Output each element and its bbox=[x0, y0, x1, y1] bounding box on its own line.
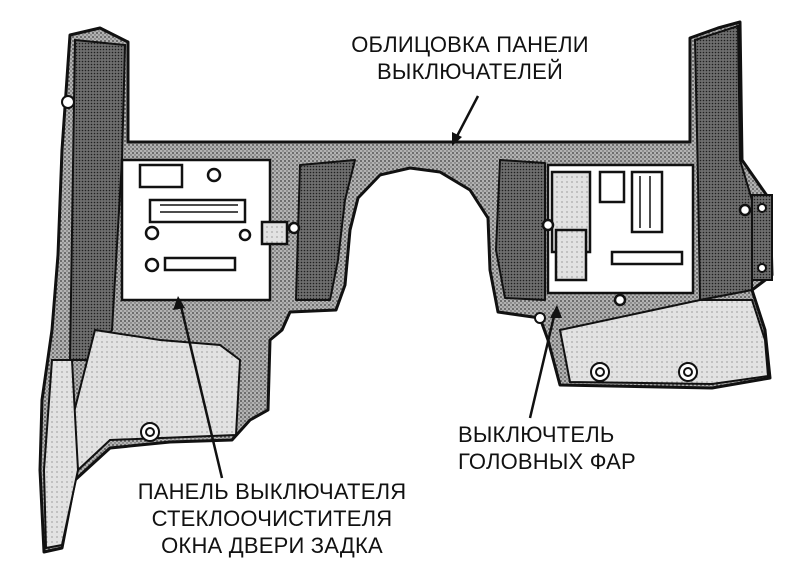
headlamp-callout-line1: ВЫКЛЮЧТЕЛЬ bbox=[458, 422, 615, 447]
wiper-panel-callout: ПАНЕЛЬ ВЫКЛЮЧАТЕЛЯ СТЕКЛООЧИСТИТЕЛЯ ОКНА… bbox=[92, 478, 452, 559]
wiper-switch-panel bbox=[120, 158, 301, 302]
leader-arrowheads bbox=[173, 132, 562, 318]
headlamp-switch-panel bbox=[541, 163, 752, 307]
headlamp-switch-callout: ВЫКЛЮЧТЕЛЬ ГОЛОВНЫХ ФАР bbox=[458, 421, 668, 475]
bezel-callout-line2: ВЫКЛЮЧАТЕЛЕЙ bbox=[377, 59, 563, 84]
headlamp-callout-line2: ГОЛОВНЫХ ФАР bbox=[458, 449, 636, 474]
wiper-callout-line3: ОКНА ДВЕРИ ЗАДКА bbox=[161, 533, 383, 558]
right-pillar bbox=[558, 24, 773, 386]
bezel-callout-line1: ОБЛИЦОВКА ПАНЕЛИ bbox=[351, 32, 589, 57]
leader-lines bbox=[178, 95, 557, 479]
left-pillar bbox=[42, 38, 242, 550]
fastener-bosses bbox=[61, 95, 767, 442]
bezel-callout: ОБЛИЦОВКА ПАНЕЛИ ВЫКЛЮЧАТЕЛЕЙ bbox=[315, 31, 625, 85]
wiper-callout-line2: СТЕКЛООЧИСТИТЕЛЯ bbox=[151, 506, 393, 531]
wiper-callout-line1: ПАНЕЛЬ ВЫКЛЮЧАТЕЛЯ bbox=[137, 479, 407, 504]
